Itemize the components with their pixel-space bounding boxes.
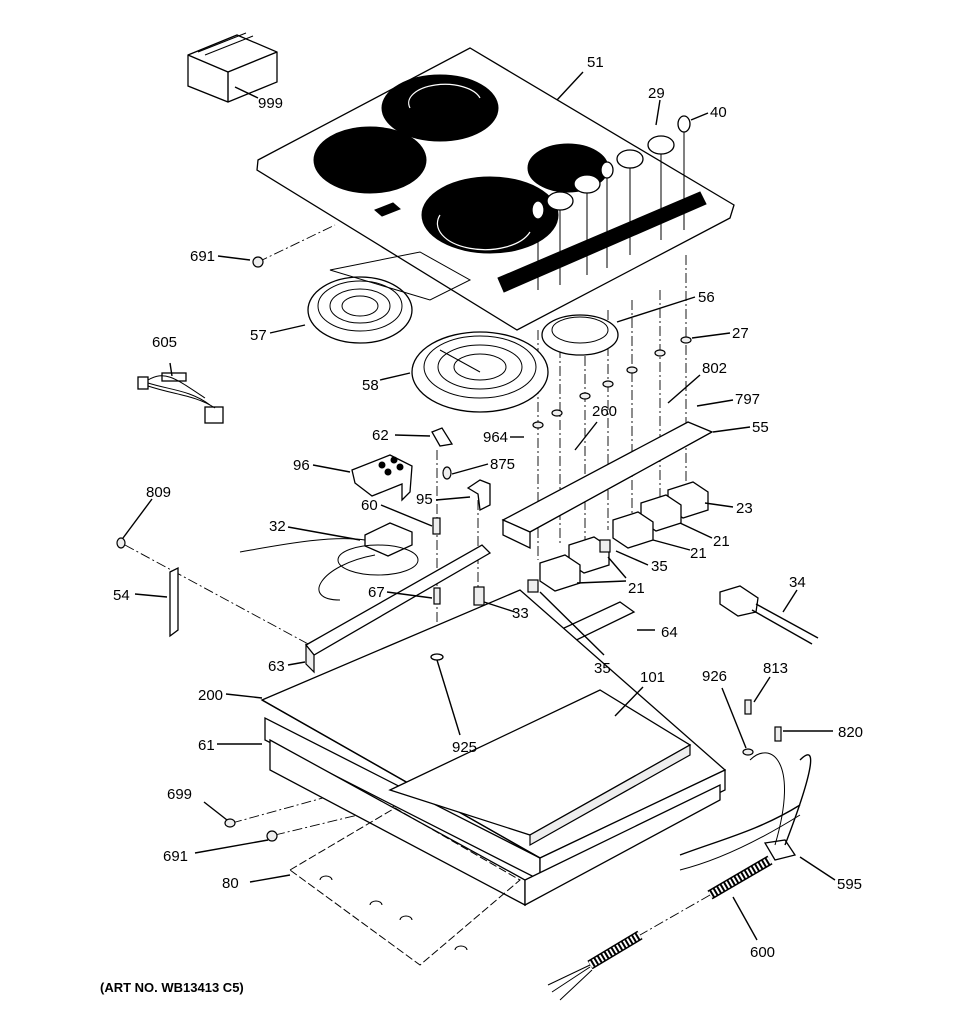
callout-40: 40 xyxy=(710,104,727,121)
hot-light[interactable] xyxy=(719,585,819,645)
screw-699[interactable] xyxy=(224,818,236,828)
callout-95: 95 xyxy=(416,491,433,508)
callout-62: 62 xyxy=(372,427,389,444)
callout-813: 813 xyxy=(763,660,788,677)
callout-34: 34 xyxy=(789,574,806,591)
insulation-101[interactable] xyxy=(388,689,692,847)
callout-999: 999 xyxy=(258,95,283,112)
terminal-block[interactable] xyxy=(239,522,419,601)
callout-21-c: 21 xyxy=(628,580,645,597)
indicator-light-35a[interactable] xyxy=(599,539,611,553)
bottom-cover[interactable] xyxy=(289,807,521,966)
grommets[interactable] xyxy=(532,336,692,429)
callout-699: 699 xyxy=(167,786,192,803)
spring-60[interactable] xyxy=(432,517,441,535)
callout-21-b: 21 xyxy=(690,545,707,562)
callout-54: 54 xyxy=(113,587,130,604)
glass-cooktop[interactable] xyxy=(256,47,735,331)
callout-67: 67 xyxy=(368,584,385,601)
screw-691b[interactable] xyxy=(266,830,278,842)
callout-60: 60 xyxy=(361,497,378,514)
callout-63: 63 xyxy=(268,658,285,675)
callout-260: 260 xyxy=(592,403,617,420)
callout-80: 80 xyxy=(222,875,239,892)
bracket-62[interactable] xyxy=(431,427,454,447)
literature-box[interactable] xyxy=(187,32,278,103)
callout-35-a: 35 xyxy=(651,558,668,575)
callout-51: 51 xyxy=(587,54,604,71)
surface-element-57[interactable] xyxy=(307,251,472,344)
callout-101: 101 xyxy=(640,669,665,686)
callout-595: 595 xyxy=(837,876,862,893)
callout-802: 802 xyxy=(702,360,727,377)
callout-200: 200 xyxy=(198,687,223,704)
callout-605: 605 xyxy=(152,334,177,351)
junction-box[interactable] xyxy=(679,752,812,871)
channel-63[interactable] xyxy=(305,544,492,674)
callout-875: 875 xyxy=(490,456,515,473)
callout-27: 27 xyxy=(732,325,749,342)
indicator-light-35b[interactable] xyxy=(527,579,539,593)
surface-element-56[interactable] xyxy=(541,314,619,356)
conduit[interactable] xyxy=(547,855,773,1001)
callout-809: 809 xyxy=(146,484,171,501)
screw-809[interactable] xyxy=(116,537,126,549)
surface-element-58[interactable] xyxy=(411,331,549,413)
wire-harness[interactable] xyxy=(137,372,224,424)
callout-926: 926 xyxy=(702,668,727,685)
bracket-95[interactable] xyxy=(466,479,491,511)
callout-64: 64 xyxy=(661,624,678,641)
callout-820: 820 xyxy=(838,724,863,741)
callout-964: 964 xyxy=(483,429,508,446)
callout-29: 29 xyxy=(648,85,665,102)
washer-926[interactable] xyxy=(742,748,754,756)
callout-labels: 999 51 29 40 691 57 56 27 605 58 802 797… xyxy=(113,54,863,961)
screw-813[interactable] xyxy=(744,699,752,715)
switch-bracket[interactable] xyxy=(501,421,714,550)
callout-925: 925 xyxy=(452,739,477,756)
callout-32: 32 xyxy=(269,518,286,535)
callout-96: 96 xyxy=(293,457,310,474)
screw-691a[interactable] xyxy=(252,256,264,268)
callout-55: 55 xyxy=(752,419,769,436)
screw-875[interactable] xyxy=(442,466,452,480)
callout-57: 57 xyxy=(250,327,267,344)
callout-691-bottom: 691 xyxy=(163,848,188,865)
callout-797: 797 xyxy=(735,391,760,408)
callout-35-b: 35 xyxy=(594,660,611,677)
callout-21-a: 21 xyxy=(713,533,730,550)
callout-56: 56 xyxy=(698,289,715,306)
art-number: (ART NO. WB13413 C5) xyxy=(100,980,244,995)
terminal-bracket[interactable] xyxy=(351,454,413,502)
stud-67[interactable] xyxy=(433,587,441,605)
callout-600: 600 xyxy=(750,944,775,961)
leader-lines xyxy=(122,71,836,941)
callout-691-top: 691 xyxy=(190,248,215,265)
spacer-33[interactable] xyxy=(473,586,485,606)
grommet-925[interactable] xyxy=(430,653,444,661)
callout-61: 61 xyxy=(198,737,215,754)
callout-33: 33 xyxy=(512,605,529,622)
hold-down-bracket[interactable] xyxy=(169,566,179,638)
screw-820[interactable] xyxy=(774,726,782,742)
callout-58: 58 xyxy=(362,377,379,394)
callout-23: 23 xyxy=(736,500,753,517)
